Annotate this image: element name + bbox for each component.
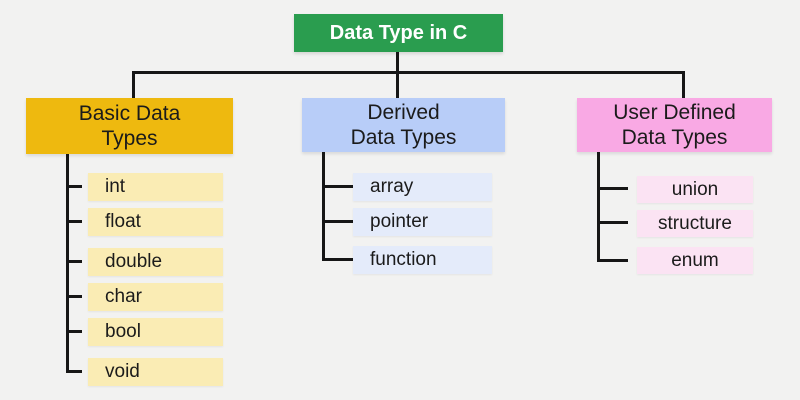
basic-drop-line xyxy=(132,71,135,99)
user-tick-line xyxy=(597,259,628,262)
node-double: double xyxy=(88,248,223,276)
root-node-label: Data Type in C xyxy=(329,21,468,44)
node-label: char xyxy=(105,286,142,307)
node-pointer: pointer xyxy=(353,208,492,236)
node-label: pointer xyxy=(370,211,429,232)
branch-header-label: Data Types xyxy=(621,126,728,149)
node-enum: enum xyxy=(637,247,753,274)
node-union: union xyxy=(637,176,753,203)
basic-tick-line xyxy=(66,260,82,263)
derived-spine-line xyxy=(322,152,325,261)
node-label: double xyxy=(105,251,163,272)
derived-tick-line xyxy=(322,258,353,261)
node-label: bool xyxy=(105,321,141,342)
branch-header-label: Data Types xyxy=(350,126,457,149)
basic-tick-line xyxy=(66,220,82,223)
user-tick-line xyxy=(597,187,628,190)
node-label: structure xyxy=(658,212,732,234)
node-char: char xyxy=(88,283,223,311)
derived-tick-line xyxy=(322,185,353,188)
basic-tick-line xyxy=(66,330,82,333)
basic-tick-line xyxy=(66,185,82,188)
branch-header-label: Derived xyxy=(367,101,440,124)
node-label: enum xyxy=(671,249,719,271)
branch-header-label: Types xyxy=(101,127,158,150)
node-label: float xyxy=(105,211,141,232)
branch-header-label: Basic Data xyxy=(78,102,181,125)
node-label: function xyxy=(370,249,437,270)
node-array: array xyxy=(353,173,492,201)
node-float: float xyxy=(88,208,223,236)
branch-header-user-defined-data-types: User Defined Data Types xyxy=(577,98,772,152)
basic-tick-line xyxy=(66,370,82,373)
branch-header-label: User Defined xyxy=(613,101,736,124)
node-label: union xyxy=(671,178,719,200)
basic-tick-line xyxy=(66,295,82,298)
node-bool: bool xyxy=(88,318,223,346)
node-label: int xyxy=(105,176,126,197)
branch-header-basic-data-types: Basic Data Types xyxy=(26,98,233,154)
derived-drop-line xyxy=(396,71,399,99)
branch-horizontal-line xyxy=(132,71,685,74)
node-label: void xyxy=(105,361,140,382)
user-spine-line xyxy=(597,152,600,262)
user-tick-line xyxy=(597,221,628,224)
node-void: void xyxy=(88,358,223,386)
user-drop-line xyxy=(682,71,685,99)
root-drop-line xyxy=(396,52,399,74)
derived-tick-line xyxy=(322,220,353,223)
branch-header-derived-data-types: Derived Data Types xyxy=(302,98,505,152)
node-int: int xyxy=(88,173,223,201)
node-function: function xyxy=(353,246,492,274)
basic-spine-line xyxy=(66,154,69,373)
root-node-data-type-in-c: Data Type in C xyxy=(294,14,503,52)
node-label: array xyxy=(370,176,414,197)
node-structure: structure xyxy=(637,210,753,237)
